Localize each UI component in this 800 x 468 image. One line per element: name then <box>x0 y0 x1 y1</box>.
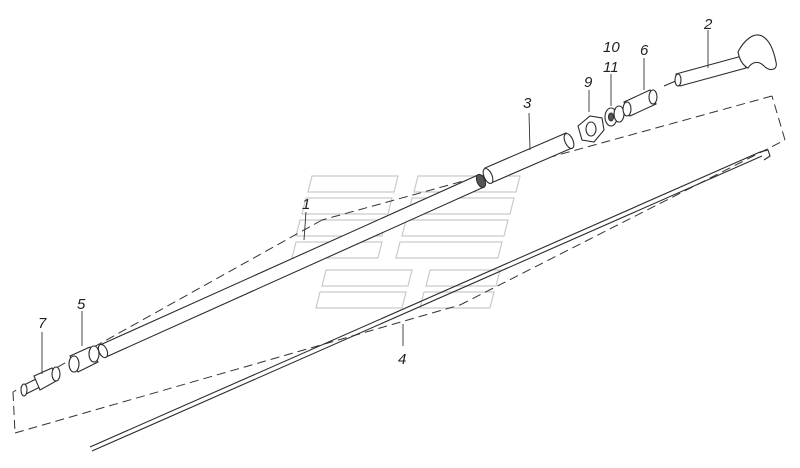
callout-1: 1 <box>302 196 310 213</box>
watermark-logo <box>291 175 521 309</box>
callout-11: 11 <box>603 59 619 76</box>
assembly-dashed-outline <box>12 95 786 434</box>
part-10-11-washers <box>604 105 625 127</box>
part-7-end-plug <box>20 366 61 397</box>
callout-6: 6 <box>640 42 649 59</box>
part-1-long-tube <box>97 173 487 359</box>
part-2-handle <box>663 34 777 87</box>
part-9-hex-nut <box>577 115 605 143</box>
part-6-fitting <box>622 89 658 117</box>
callout-4: 4 <box>398 351 406 368</box>
callout-7: 7 <box>38 315 47 332</box>
callout-10: 10 <box>603 39 620 56</box>
part-4-long-rod <box>89 149 771 452</box>
callout-9: 9 <box>584 74 593 91</box>
callout-5: 5 <box>77 296 86 313</box>
callout-3: 3 <box>523 95 532 112</box>
callout-2: 2 <box>703 16 713 33</box>
callout-labels: 1 2 3 4 5 6 7 9 10 11 <box>38 16 713 368</box>
leader-lines <box>41 30 709 374</box>
part-5-bushing <box>68 345 100 373</box>
part-3-sleeve <box>482 132 575 185</box>
